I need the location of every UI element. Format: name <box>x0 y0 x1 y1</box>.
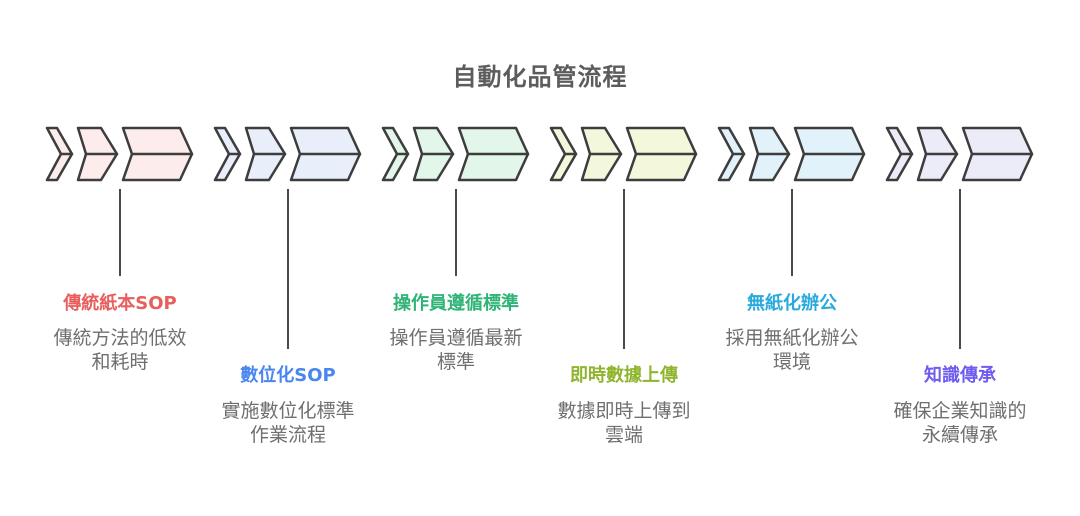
step-description-line: 和耗時 <box>91 350 149 373</box>
step-label: 知識傳承 <box>924 365 996 386</box>
chevron-arrow-graphic <box>885 126 1034 182</box>
step-label: 即時數據上傳 <box>570 365 678 386</box>
step-label: 傳統紙本SOP <box>63 293 177 314</box>
step-description-line: 作業流程 <box>249 423 326 446</box>
step-description-line: 確保企業知識的 <box>893 400 1027 422</box>
chevron-arrow-graphic <box>45 126 194 182</box>
chevron-arrow-graphic <box>717 126 866 182</box>
connector-line <box>287 189 289 349</box>
step-description-line: 實施數位化標準 <box>221 400 355 422</box>
connector-line <box>455 189 457 276</box>
step-description-line: 環境 <box>772 350 811 373</box>
step-description: 實施數位化標準 作業流程 <box>221 400 354 448</box>
process-step: 傳統紙本SOP 傳統方法的低效 和耗時 <box>30 126 210 375</box>
process-step: 操作員遵循標準 操作員遵循最新 標準 <box>366 126 546 375</box>
step-label: 數位化SOP <box>240 365 336 386</box>
step-description: 數據即時上傳到 雲端 <box>557 400 690 448</box>
chevron-arrow-graphic <box>549 126 698 182</box>
connector-line <box>119 189 121 276</box>
step-description-line: 採用無紙化辦公 <box>725 327 859 349</box>
step-description-line: 操作員遵循最新 <box>389 327 523 349</box>
process-step: 知識傳承 確保企業知識的 永續傳承 <box>870 126 1050 448</box>
connector-line <box>623 189 625 349</box>
step-description-line: 永續傳承 <box>921 423 998 446</box>
process-step: 無紙化辦公 採用無紙化辦公 環境 <box>702 126 882 375</box>
step-description: 採用無紙化辦公 環境 <box>725 327 858 375</box>
step-label: 無紙化辦公 <box>747 293 837 314</box>
page-title: 自動化品管流程 <box>452 63 628 91</box>
process-step: 即時數據上傳 數據即時上傳到 雲端 <box>534 126 714 448</box>
step-description: 操作員遵循最新 標準 <box>389 327 522 375</box>
step-description-line: 雲端 <box>604 423 643 446</box>
connector-line <box>791 189 793 276</box>
step-description-line: 數據即時上傳到 <box>557 400 691 422</box>
process-step: 數位化SOP 實施數位化標準 作業流程 <box>198 126 378 448</box>
step-description-line: 標準 <box>436 350 475 373</box>
step-label: 操作員遵循標準 <box>393 293 519 314</box>
step-description: 傳統方法的低效 和耗時 <box>53 327 186 375</box>
step-description: 確保企業知識的 永續傳承 <box>893 400 1026 448</box>
chevron-arrow-graphic <box>213 126 362 182</box>
step-description-line: 傳統方法的低效 <box>53 327 187 349</box>
chevron-arrow-graphic <box>381 126 530 182</box>
connector-line <box>959 189 961 349</box>
